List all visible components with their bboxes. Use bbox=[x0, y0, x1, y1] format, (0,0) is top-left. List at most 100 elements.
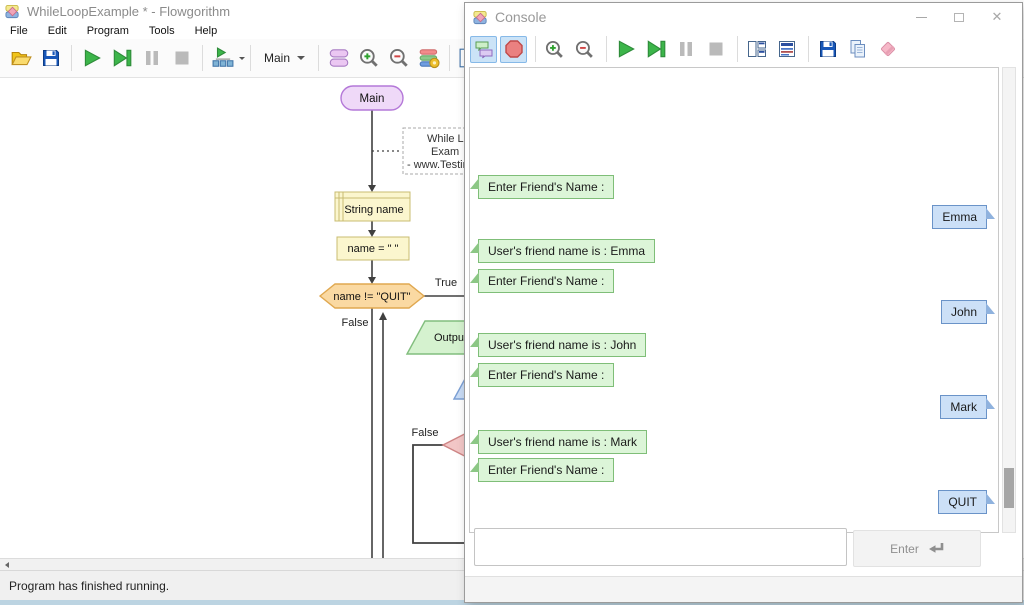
stop-icon bbox=[172, 48, 192, 68]
chart-settings-icon bbox=[418, 47, 441, 69]
console-titlebar[interactable]: Console ✕ bbox=[465, 3, 1022, 31]
console-view-icon bbox=[777, 39, 797, 59]
stop-icon bbox=[706, 39, 726, 59]
step-icon bbox=[111, 47, 133, 69]
toolbar-separator bbox=[737, 36, 738, 62]
console-stop-button[interactable] bbox=[702, 36, 729, 63]
copy-icon bbox=[848, 39, 868, 59]
copy-button[interactable] bbox=[844, 36, 871, 63]
console-save-button[interactable] bbox=[814, 36, 841, 63]
run-layout-button[interactable] bbox=[208, 43, 238, 73]
menu-help[interactable]: Help bbox=[194, 24, 218, 37]
bubble-text: QUIT bbox=[948, 495, 977, 509]
console-zoom-out-button[interactable] bbox=[571, 36, 598, 63]
flowgorithm-logo-icon bbox=[473, 10, 488, 25]
shapes-icon bbox=[327, 47, 351, 69]
console-input-bubble: John bbox=[940, 300, 995, 324]
run-layout-icon bbox=[212, 47, 234, 69]
menu-file[interactable]: File bbox=[10, 24, 28, 37]
window-title: WhileLoopExample * - Flowgorithm bbox=[27, 3, 231, 19]
enter-button[interactable]: Enter bbox=[853, 530, 981, 567]
zoom-out-button[interactable] bbox=[384, 43, 414, 73]
console-zoom-in-button[interactable] bbox=[541, 36, 568, 63]
menu-tools[interactable]: Tools bbox=[148, 24, 175, 37]
return-arrow-icon bbox=[927, 542, 944, 555]
clear-console-button[interactable] bbox=[874, 36, 901, 63]
console-output-bubble: User's friend name is : Mark bbox=[470, 430, 647, 454]
bubble-text: Mark bbox=[950, 400, 977, 414]
assign-shape[interactable]: name = " " bbox=[336, 236, 410, 261]
open-button[interactable] bbox=[6, 43, 36, 73]
console-input-bubble: Emma bbox=[932, 205, 995, 229]
save-icon bbox=[818, 39, 838, 59]
bubble-tail bbox=[986, 303, 995, 314]
maximize-button[interactable] bbox=[940, 3, 978, 31]
bubble-text: John bbox=[950, 305, 977, 319]
branch-false-label: False bbox=[342, 317, 369, 329]
toolbar-separator bbox=[449, 45, 451, 71]
svg-text:- www.Testin: - www.Testin bbox=[407, 159, 469, 171]
pause-icon bbox=[676, 39, 696, 59]
bubble-tail bbox=[470, 272, 479, 283]
toolbar-separator bbox=[250, 45, 251, 71]
show-stop-toggle[interactable] bbox=[500, 35, 527, 63]
console-view-button[interactable] bbox=[773, 36, 800, 63]
stop-button[interactable] bbox=[167, 43, 197, 73]
while-condition-shape[interactable]: name != "QUIT" bbox=[318, 283, 426, 309]
save-icon bbox=[41, 48, 61, 68]
function-selector[interactable]: Main bbox=[256, 51, 313, 65]
bubble-tail bbox=[470, 336, 479, 347]
layout-panels-icon bbox=[747, 39, 767, 59]
console-step-button[interactable] bbox=[642, 36, 669, 63]
bubble-tail bbox=[470, 433, 479, 444]
run-icon bbox=[615, 38, 637, 60]
toolbar-separator bbox=[606, 36, 607, 62]
console-run-button[interactable] bbox=[612, 36, 639, 63]
bubble-text: Enter Friend's Name : bbox=[488, 463, 605, 477]
console-title: Console bbox=[495, 9, 547, 25]
chart-settings-button[interactable] bbox=[414, 43, 444, 73]
menu-edit[interactable]: Edit bbox=[47, 24, 67, 37]
minimize-button[interactable] bbox=[902, 3, 940, 31]
console-output-bubble: Enter Friend's Name : bbox=[470, 458, 615, 482]
declare-shape[interactable]: String name bbox=[334, 191, 411, 222]
toolbar-separator bbox=[202, 45, 203, 71]
bubble-text: User's friend name is : John bbox=[488, 338, 637, 352]
console-input-bubble: Mark bbox=[940, 395, 995, 419]
bubble-tail bbox=[986, 208, 995, 219]
bubble-text: Enter Friend's Name : bbox=[488, 180, 605, 194]
menu-program[interactable]: Program bbox=[86, 24, 129, 37]
console-output-bubble: Enter Friend's Name : bbox=[470, 363, 615, 387]
console-input-bubble: QUIT bbox=[938, 490, 995, 514]
zoom-in-button[interactable] bbox=[354, 43, 384, 73]
console-output-bubble: Enter Friend's Name : bbox=[470, 175, 615, 199]
bubble-text: Enter Friend's Name : bbox=[488, 274, 605, 288]
bubble-tail bbox=[986, 493, 995, 504]
console-scrollbar[interactable] bbox=[1002, 67, 1016, 533]
step-button[interactable] bbox=[107, 43, 137, 73]
run-layout-dropdown-icon[interactable] bbox=[239, 56, 245, 60]
scrollbar-thumb[interactable] bbox=[1004, 468, 1014, 508]
function-selector-label: Main bbox=[264, 51, 291, 65]
console-pause-button[interactable] bbox=[672, 36, 699, 63]
pause-button[interactable] bbox=[137, 43, 167, 73]
close-button[interactable]: ✕ bbox=[978, 3, 1016, 31]
run-button[interactable] bbox=[77, 43, 107, 73]
console-input[interactable] bbox=[474, 528, 847, 566]
console-output-area[interactable]: Enter Friend's Name : User's friend name … bbox=[469, 67, 999, 533]
maximize-icon bbox=[954, 12, 964, 22]
flowgorithm-logo-icon bbox=[5, 4, 20, 19]
enter-button-label: Enter bbox=[890, 541, 919, 556]
shapes-button[interactable] bbox=[324, 43, 354, 73]
console-footer bbox=[465, 576, 1022, 602]
scroll-left-icon[interactable] bbox=[5, 561, 9, 568]
save-button[interactable] bbox=[36, 43, 66, 73]
main-terminal-shape[interactable]: Main bbox=[340, 85, 404, 111]
bubble-text: User's friend name is : Emma bbox=[488, 244, 646, 258]
bubble-text: Emma bbox=[942, 210, 977, 224]
show-bubbles-toggle[interactable] bbox=[470, 35, 497, 63]
eraser-icon bbox=[878, 39, 898, 59]
zoom-out-icon bbox=[574, 39, 595, 60]
layout-panels-button[interactable] bbox=[743, 36, 770, 63]
bubble-tail bbox=[470, 242, 479, 253]
